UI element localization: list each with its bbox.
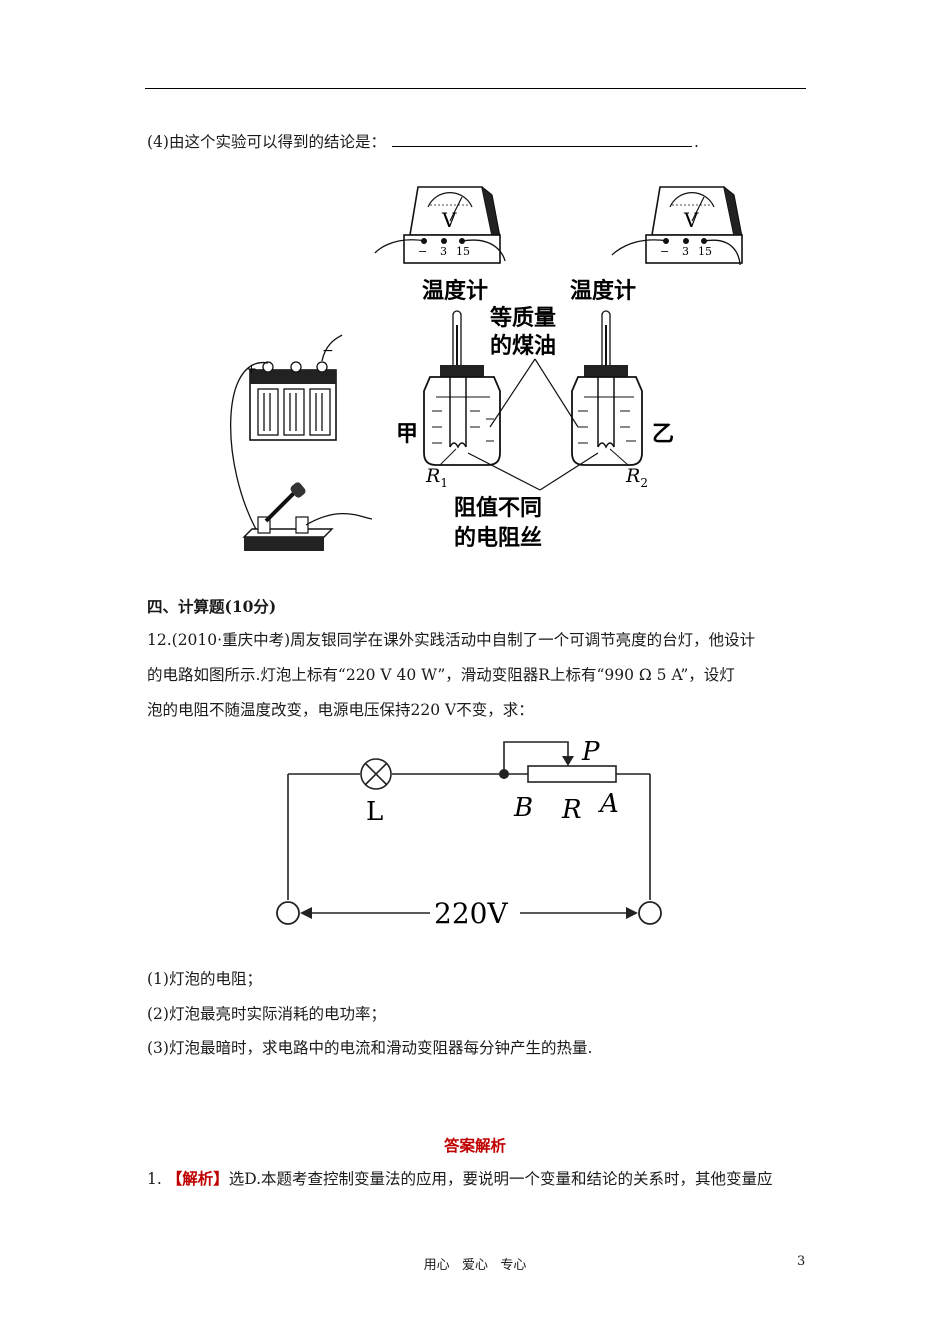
header-rule <box>145 88 806 89</box>
arrow-right-icon <box>626 907 638 919</box>
footer-motto: 用心 爱心 专心 <box>423 1258 527 1273</box>
experiment-figure: V − 3 15 V − 3 15 温度计 温度计 等质量 的煤油 <box>230 186 743 551</box>
voltage-label: 220V <box>434 897 508 930</box>
junction-dot <box>499 769 509 779</box>
answer-text: 选D.本题考查控制变量法的应用，要说明一个变量和结论的关系时，其他变量应 <box>228 1170 773 1188</box>
battery-plus: + <box>246 362 257 377</box>
jar-left <box>423 310 501 466</box>
question-4: (4)由这个实验可以得到的结论是：. <box>147 130 699 152</box>
battery: + − <box>246 343 337 441</box>
question-4-end: . <box>693 133 699 151</box>
rheostat-symbol <box>527 765 617 783</box>
slider-arrow <box>562 756 574 766</box>
answer-heading: 答案解析 <box>443 1136 506 1155</box>
voltmeter-left: V − 3 15 <box>403 186 501 264</box>
oil-label-line1: 等质量 <box>490 305 556 331</box>
jar-right <box>571 310 643 466</box>
terminal-15-right: 15 <box>698 245 712 258</box>
q12-line2: 的电路如图所示.灯泡上标有“220 V 40 W”，滑动变阻器R上标有“990 … <box>147 666 735 684</box>
terminal-minus-right: − <box>660 245 669 258</box>
terminal-3-right: 3 <box>682 245 689 258</box>
subquestion-2: (2)灯泡最亮时实际消耗的电功率； <box>147 1005 386 1023</box>
meter-v-label-left: V <box>441 208 457 232</box>
jar-right-label: 乙 <box>652 422 674 447</box>
question-4-text: (4)由这个实验可以得到的结论是： <box>147 133 386 151</box>
thermometer-label-right: 温度计 <box>570 278 636 304</box>
subquestion-1: (1)灯泡的电阻； <box>147 970 262 988</box>
answer-number: 1. <box>147 1170 162 1188</box>
q12-line3: 泡的电阻不随温度改变，电源电压保持220 V不变，求： <box>147 701 534 719</box>
page-number: 3 <box>797 1254 806 1269</box>
arrow-left-icon <box>300 907 312 919</box>
voltmeter-right: V − 3 15 <box>645 186 743 264</box>
oil-label-line2: 的煤油 <box>490 333 556 359</box>
r2-label: R2 <box>625 465 648 490</box>
resistance-label-line2: 的电阻丝 <box>454 525 542 551</box>
answer-blank <box>391 132 692 147</box>
q12-line1: 12.(2010·重庆中考)周友银同学在课外实践活动中自制了一个可调节亮度的台灯… <box>147 631 756 649</box>
terminal-right[interactable] <box>638 901 662 925</box>
a-label: A <box>598 789 619 819</box>
terminal-left[interactable] <box>276 901 300 925</box>
terminal-15-left: 15 <box>456 245 470 258</box>
terminal-3-left: 3 <box>440 245 447 258</box>
resistance-label-line1: 阻值不同 <box>454 495 542 521</box>
terminal-minus-left: − <box>418 245 427 258</box>
lamp-label: L <box>366 797 383 827</box>
circuit-diagram: L P B R A 220V <box>276 737 662 930</box>
thermometer-label-left: 温度计 <box>422 278 488 304</box>
b-label: B <box>513 793 533 823</box>
r-label: R <box>561 795 582 825</box>
r1-label: R1 <box>425 465 448 490</box>
battery-minus: − <box>322 343 334 359</box>
lamp-symbol <box>360 758 392 790</box>
section-title: 四、计算题(10分) <box>147 597 277 616</box>
answer-1: 1. 【解析】选D.本题考查控制变量法的应用，要说明一个变量和结论的关系时，其他… <box>147 1167 773 1189</box>
knife-switch <box>242 482 334 551</box>
jar-left-label: 甲 <box>396 422 418 447</box>
subquestion-3: (3)灯泡最暗时，求电路中的电流和滑动变阻器每分钟产生的热量. <box>147 1039 593 1057</box>
meter-v-label-right: V <box>683 208 699 232</box>
analysis-tag: 【解析】 <box>166 1169 229 1188</box>
slider-label: P <box>581 737 600 767</box>
